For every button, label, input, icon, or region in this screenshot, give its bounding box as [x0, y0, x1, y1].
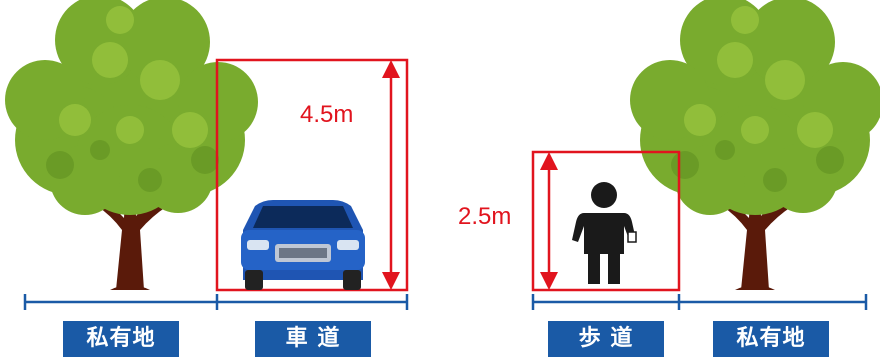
person-icon — [572, 182, 637, 284]
sidewalk-height-label: 2.5m — [458, 203, 512, 230]
roadway-height-label: 4.5m — [300, 101, 354, 128]
label-private-left: 私有地 — [63, 321, 179, 357]
tree-icon — [630, 0, 880, 290]
roadway-clearance-box — [215, 58, 409, 292]
tree-icon — [5, 0, 258, 290]
sidewalk-height-arrow — [540, 152, 558, 290]
ground-line-right — [531, 294, 868, 310]
label-private-right: 私有地 — [713, 321, 829, 357]
sidewalk-clearance-box — [531, 150, 681, 292]
label-roadway: 車 道 — [255, 321, 371, 357]
label-sidewalk: 歩 道 — [548, 321, 664, 357]
car-icon — [241, 200, 365, 290]
roadway-height-arrow — [382, 60, 400, 290]
ground-line-left — [23, 294, 409, 310]
